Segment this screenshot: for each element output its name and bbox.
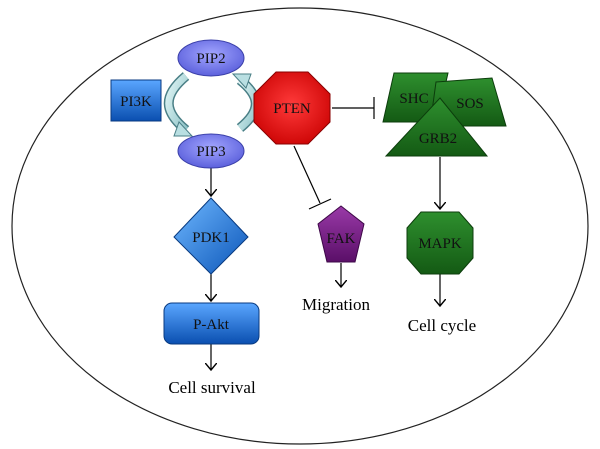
node-pakt: P-Akt xyxy=(163,302,260,345)
shc-sos-grb2-complex: SHC SOS GRB2 xyxy=(382,72,507,157)
outcome-cell-survival: Cell survival xyxy=(168,378,256,397)
node-pip2-label: PIP2 xyxy=(196,51,225,67)
node-pdk1-label: PDK1 xyxy=(192,230,230,246)
node-pten: PTEN xyxy=(253,71,331,145)
node-pip2: PIP2 xyxy=(177,39,245,77)
node-sos-label: SOS xyxy=(456,96,484,112)
inhibition-bar-fak xyxy=(308,198,332,210)
pi3k-conversion-arrow xyxy=(163,72,194,137)
edge-pten-inhibits-fak xyxy=(293,145,321,204)
node-grb2: GRB2 xyxy=(384,97,489,157)
node-pi3k-label: PI3K xyxy=(120,94,152,110)
node-pi3k: PI3K xyxy=(110,79,162,122)
node-pakt-label: P-Akt xyxy=(193,317,230,333)
node-mapk: MAPK xyxy=(406,211,474,275)
node-mapk-label: MAPK xyxy=(418,236,462,252)
node-pip3-label: PIP3 xyxy=(196,144,225,160)
outcome-migration: Migration xyxy=(302,295,370,314)
node-fak-label: FAK xyxy=(327,231,356,247)
outcome-cell-cycle: Cell cycle xyxy=(408,316,476,335)
node-pip3: PIP3 xyxy=(177,133,245,169)
node-pdk1: PDK1 xyxy=(173,197,249,275)
node-grb2-label: GRB2 xyxy=(419,131,457,147)
node-shc-label: SHC xyxy=(399,91,428,107)
node-pten-label: PTEN xyxy=(273,101,311,117)
node-fak: FAK xyxy=(317,205,365,263)
